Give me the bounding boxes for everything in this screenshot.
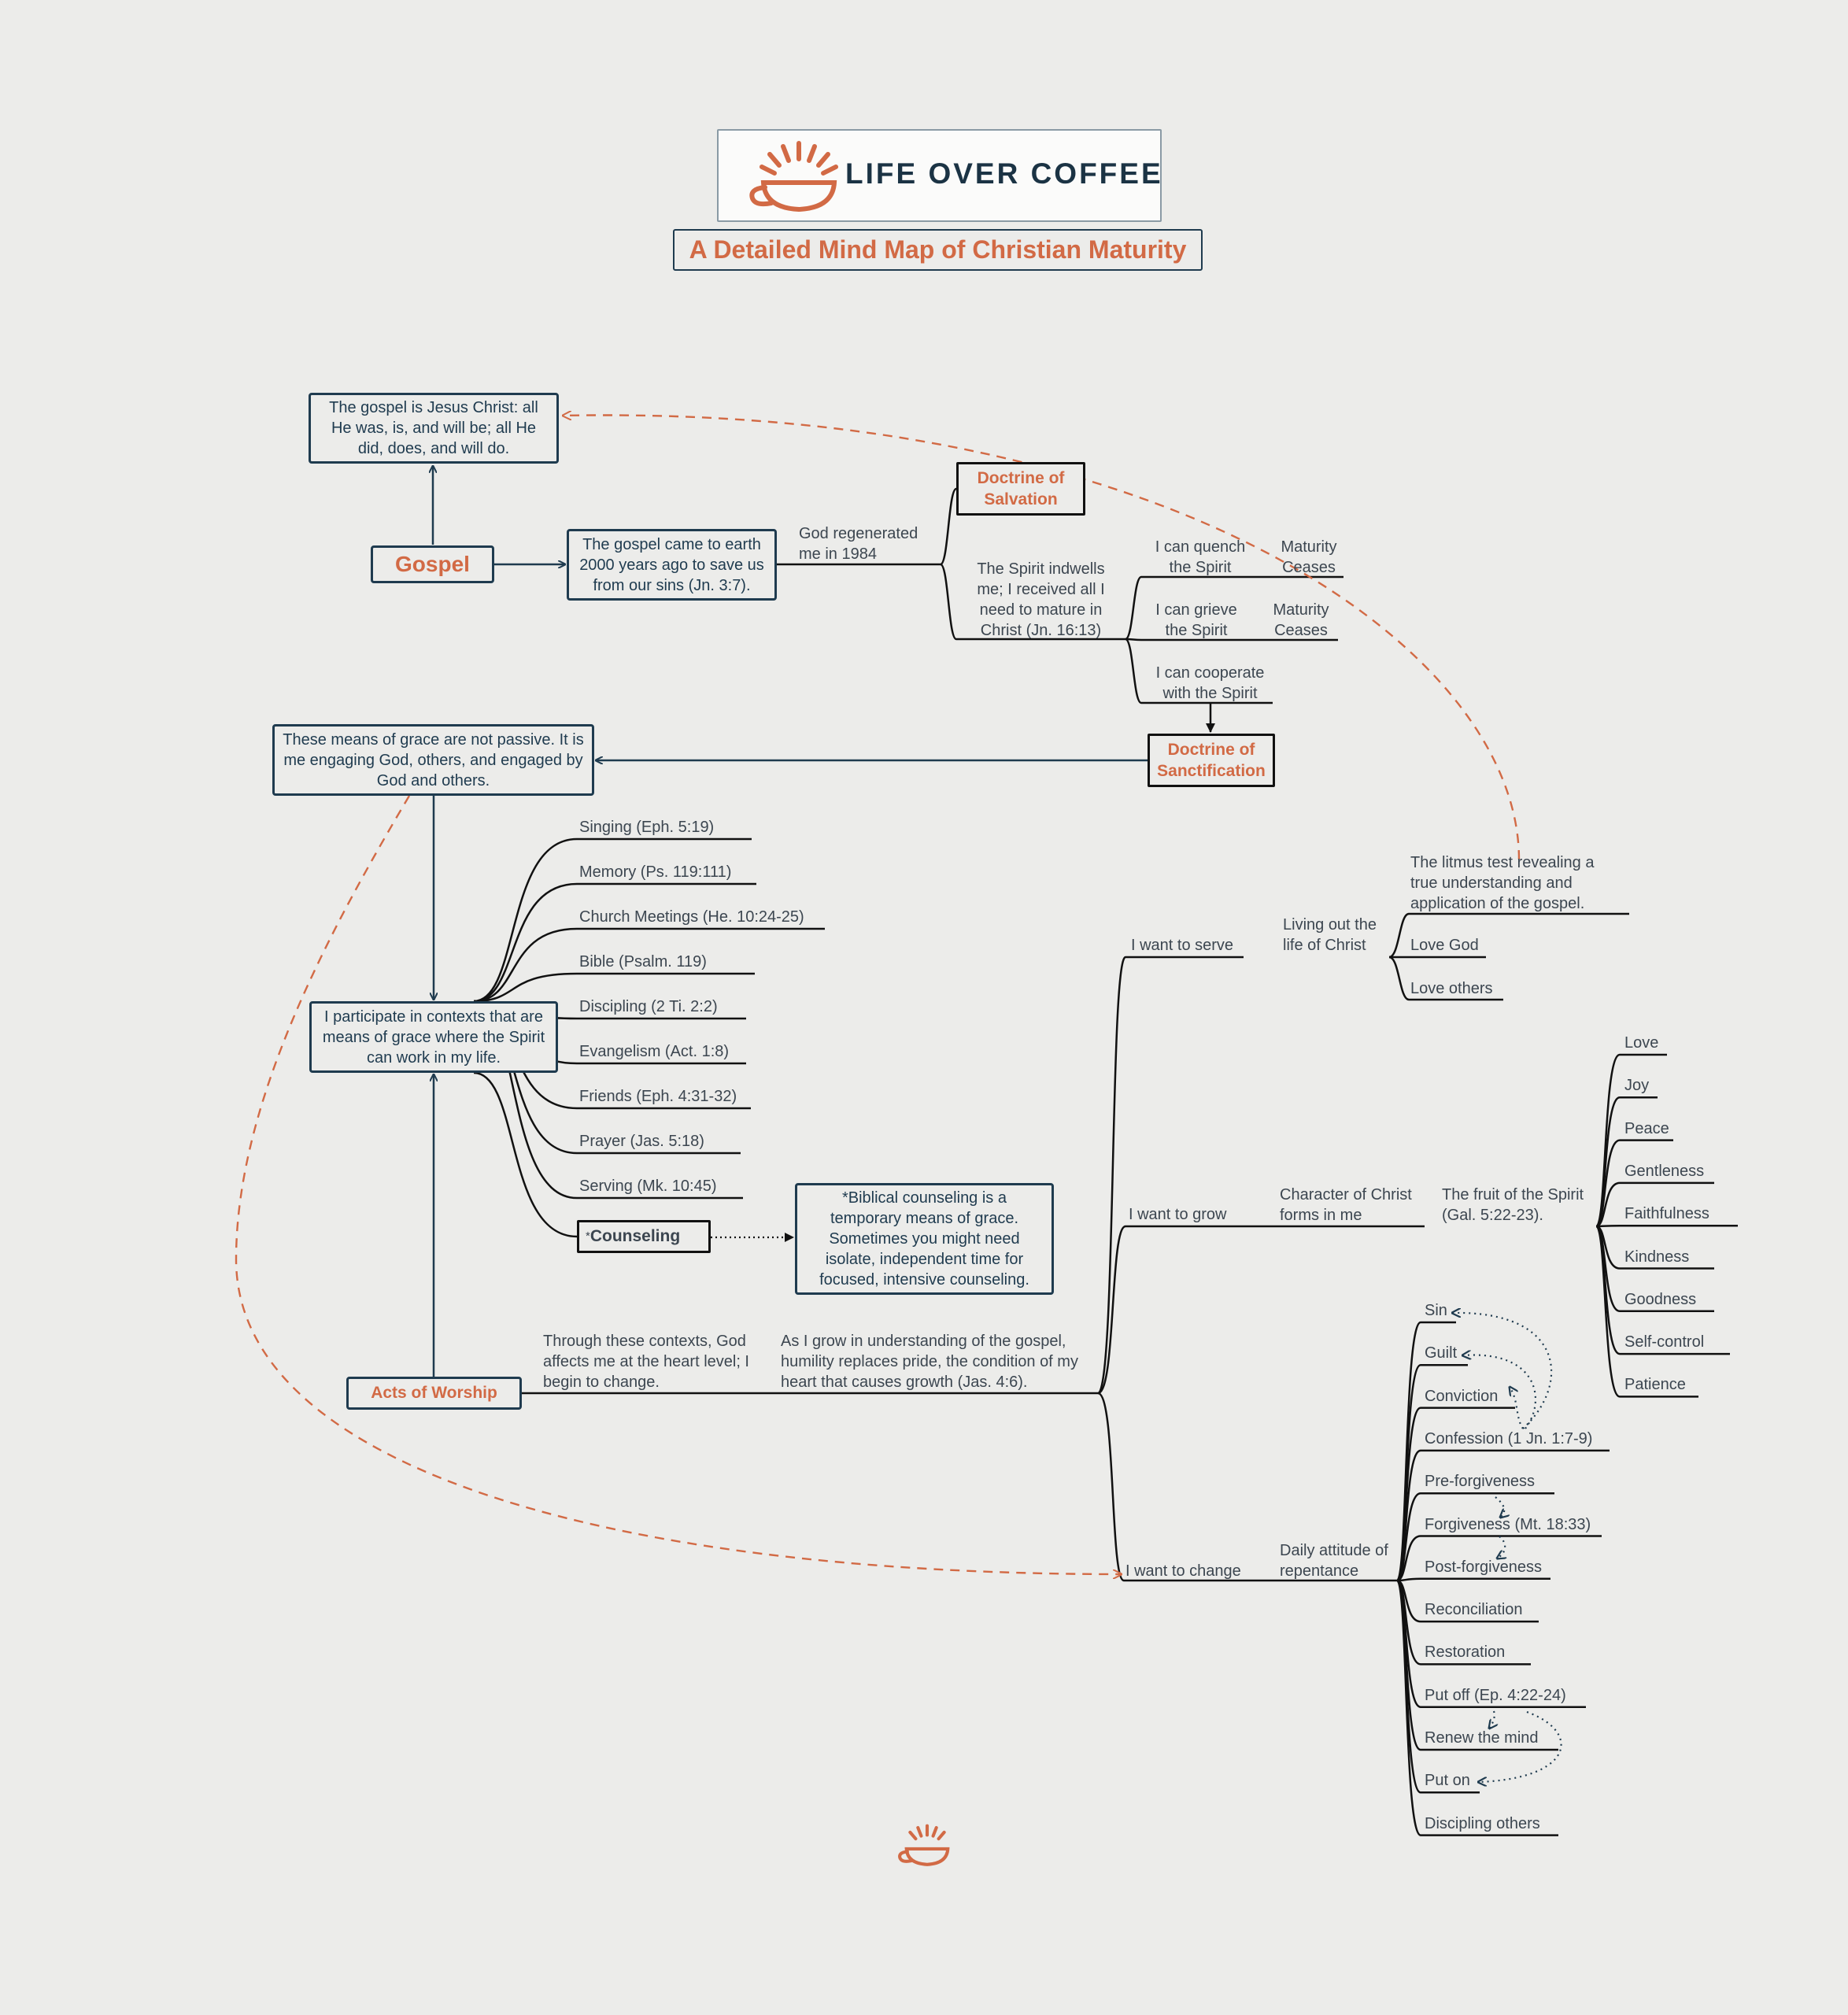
want-change-label: I want to change bbox=[1125, 1562, 1241, 1580]
repentance-step-item: Reconciliation bbox=[1425, 1601, 1523, 1619]
repentance-branch bbox=[1396, 1492, 1421, 1582]
page-subtitle: A Detailed Mind Map of Christian Maturit… bbox=[673, 229, 1203, 271]
fruit-branch bbox=[1595, 1139, 1621, 1228]
means-branch bbox=[473, 927, 578, 1003]
maturity-ceases-label-1: Maturity Ceases bbox=[1281, 538, 1337, 576]
repentance-step-item: Forgiveness (Mt. 18:33) bbox=[1425, 1515, 1591, 1533]
brand-name: LIFE OVER COFFEE bbox=[845, 157, 1163, 190]
fruit-of-spirit-item: Goodness bbox=[1624, 1290, 1697, 1308]
fruit-of-spirit-item: Patience bbox=[1624, 1376, 1686, 1394]
repentance-step-item: Put off (Ep. 4:22-24) bbox=[1425, 1686, 1566, 1704]
means-of-grace-item: Prayer (Jas. 5:18) bbox=[579, 1133, 704, 1150]
serve-branch bbox=[1096, 956, 1244, 1395]
fruit-of-spirit-item: Joy bbox=[1624, 1077, 1650, 1095]
participate-box: I participate in contexts that are means… bbox=[309, 1001, 558, 1073]
repentance-branch bbox=[1396, 1535, 1421, 1582]
repentance-step-item: Restoration bbox=[1425, 1643, 1506, 1662]
love-god-label: Love God bbox=[1410, 937, 1479, 954]
counseling-branch bbox=[473, 1071, 578, 1238]
repentance-branch bbox=[1395, 1579, 1422, 1836]
quench-label: I can quench the Spirit bbox=[1155, 538, 1246, 576]
love-others-branch bbox=[1388, 956, 1503, 1001]
means-of-grace-item: Serving (Mk. 10:45) bbox=[579, 1178, 717, 1195]
counseling-note-box: *Biblical counseling is a temporary mean… bbox=[795, 1183, 1054, 1295]
gospel-definition-box: The gospel is Jesus Christ: all He was, … bbox=[309, 393, 559, 464]
counseling-label: Counseling bbox=[590, 1227, 681, 1246]
dotted-curve-arrow bbox=[1510, 1387, 1524, 1429]
fruit-of-spirit-item: Love bbox=[1624, 1034, 1659, 1052]
repentance-step-item: Confession (1 Jn. 1:7-9) bbox=[1425, 1429, 1593, 1447]
through-contexts-label: Through these contexts, God affects me a… bbox=[543, 1333, 749, 1391]
repentance-step-item: Conviction bbox=[1425, 1387, 1499, 1405]
living-out-label: Living out the life of Christ bbox=[1283, 916, 1377, 954]
fruit-of-spirit-item: Faithfulness bbox=[1624, 1205, 1709, 1223]
love-others-label: Love others bbox=[1410, 980, 1493, 997]
acts-of-worship-node: Acts of Worship bbox=[346, 1377, 522, 1410]
means-of-grace-item: Singing (Eph. 5:19) bbox=[579, 819, 715, 836]
want-grow-label: I want to grow bbox=[1129, 1206, 1227, 1223]
footer-coffee-icon bbox=[898, 1824, 950, 1866]
repentance-step-item: Discipling others bbox=[1425, 1814, 1540, 1832]
counseling-asterisk: * bbox=[586, 1229, 590, 1244]
dotted-curve-arrow bbox=[1452, 1313, 1553, 1429]
dotted-curve-arrow bbox=[1495, 1496, 1504, 1518]
means-branch bbox=[473, 972, 578, 1003]
coffee-cup-sunrise-icon bbox=[749, 141, 838, 213]
as-i-grow-label: As I grow in understanding of the gospel… bbox=[781, 1333, 1078, 1391]
means-of-grace-item: Bible (Psalm. 119) bbox=[579, 953, 707, 971]
daily-attitude-label: Daily attitude of repentance bbox=[1280, 1542, 1388, 1580]
fruit-of-spirit-item: Gentleness bbox=[1624, 1162, 1705, 1180]
salvation-branch bbox=[939, 487, 958, 566]
gospel-feedback-arrow bbox=[563, 415, 1521, 860]
indwells-branch bbox=[939, 563, 1125, 641]
litmus-label: The litmus test revealing a true underst… bbox=[1410, 854, 1595, 912]
grieve-label: I can grieve the Spirit bbox=[1155, 601, 1237, 639]
means-branch bbox=[473, 882, 578, 1003]
counseling-node[interactable]: * Counseling bbox=[577, 1220, 711, 1253]
character-label: Character of Christ forms in me bbox=[1280, 1186, 1412, 1224]
fruit-label: The fruit of the Spirit (Gal. 5:22-23). bbox=[1442, 1186, 1584, 1224]
means-not-passive-box: These means of grace are not passive. It… bbox=[272, 724, 594, 796]
gospel-root-node: Gospel bbox=[371, 545, 494, 583]
gospel-came-box: The gospel came to earth 2000 years ago … bbox=[567, 529, 777, 601]
repentance-step-item: Put on bbox=[1425, 1772, 1470, 1790]
grow-branch bbox=[1097, 1225, 1425, 1395]
means-of-grace-item: Discipling (2 Ti. 2:2) bbox=[579, 998, 718, 1015]
cooperate-branch bbox=[1124, 638, 1273, 704]
cooperate-label: I can cooperate with the Spirit bbox=[1155, 664, 1265, 702]
means-of-grace-item: Friends (Eph. 4:31-32) bbox=[579, 1088, 737, 1105]
grieve-branch bbox=[1125, 638, 1338, 641]
quench-branch bbox=[1124, 575, 1343, 641]
repentance-step-item: Pre-forgiveness bbox=[1425, 1473, 1536, 1491]
fruit-of-spirit-item: Self-control bbox=[1624, 1333, 1705, 1351]
litmus-branch bbox=[1388, 912, 1629, 959]
repentance-step-item: Post-forgiveness bbox=[1425, 1558, 1542, 1576]
repentance-step-item: Sin bbox=[1425, 1302, 1447, 1319]
dotted-curve-arrow bbox=[1497, 1536, 1505, 1558]
repentance-step-item: Renew the mind bbox=[1425, 1729, 1539, 1747]
maturity-ceases-label-2: Maturity Ceases bbox=[1273, 601, 1329, 639]
god-regenerated-label: God regenerated me in 1984 bbox=[799, 525, 918, 563]
spirit-indwells-label: The Spirit indwells me; I received all I… bbox=[977, 560, 1105, 639]
means-of-grace-item: Church Meetings (He. 10:24-25) bbox=[579, 908, 804, 926]
fruit-branch bbox=[1595, 1225, 1621, 1398]
doctrine-sanctification-node: Doctrine of Sanctification bbox=[1148, 734, 1275, 787]
fruit-branch bbox=[1595, 1181, 1621, 1228]
means-branch bbox=[473, 837, 578, 1003]
means-to-change-arrow bbox=[235, 795, 1122, 1574]
fruit-of-spirit-item: Peace bbox=[1624, 1119, 1669, 1137]
fruit-of-spirit-item: Kindness bbox=[1624, 1248, 1690, 1266]
dotted-curve-arrow bbox=[1489, 1710, 1495, 1728]
want-serve-label: I want to serve bbox=[1131, 937, 1234, 954]
repentance-step-item: Guilt bbox=[1425, 1344, 1458, 1362]
dotted-curve-arrow bbox=[1478, 1710, 1562, 1782]
means-of-grace-item: Memory (Ps. 119:111) bbox=[579, 863, 732, 881]
means-of-grace-item: Evangelism (Act. 1:8) bbox=[579, 1043, 730, 1060]
doctrine-salvation-node: Doctrine of Salvation bbox=[956, 462, 1085, 516]
